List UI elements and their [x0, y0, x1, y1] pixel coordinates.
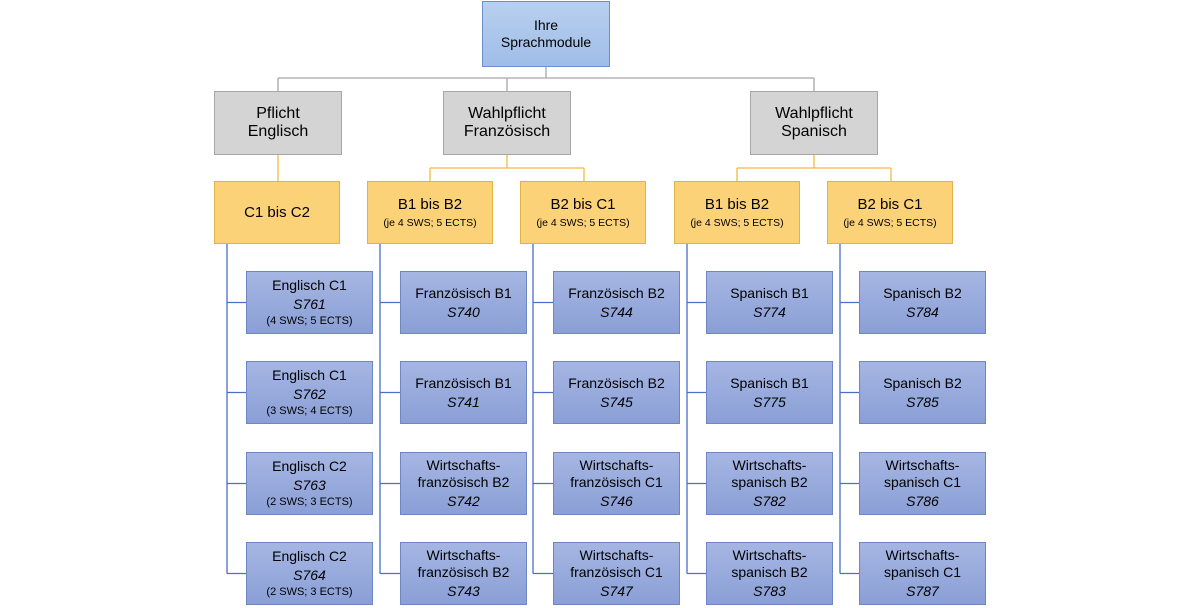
course-name: Wirtschafts- spanisch C1 [883, 547, 962, 581]
course-code: S742 [447, 492, 480, 509]
level-node: C1 bis C2 [214, 181, 340, 244]
course-code: S762 [293, 385, 326, 402]
course-name: Französisch B1 [415, 284, 512, 301]
category-node-spanisch: Wahlpflicht Spanisch [750, 91, 878, 155]
course-code: S744 [600, 303, 633, 320]
course-code: S761 [293, 295, 326, 312]
course-code: S787 [906, 582, 939, 599]
course-node: Französisch B2 S745 [553, 361, 680, 424]
course-name: Englisch C2 [272, 548, 347, 565]
course-code: S775 [753, 393, 786, 410]
level-title: B2 bis C1 [550, 195, 616, 213]
course-name: Englisch C1 [272, 367, 347, 384]
course-code: S741 [447, 393, 480, 410]
course-name: Englisch C1 [272, 277, 347, 294]
course-code: S785 [906, 393, 939, 410]
level-node: B1 bis B2 (je 4 SWS; 5 ECTS) [674, 181, 800, 244]
course-name: Wirtschafts- spanisch B2 [731, 457, 808, 491]
course-code: S740 [447, 303, 480, 320]
course-name: Französisch B1 [415, 374, 512, 391]
course-credits: (2 SWS; 3 ECTS) [266, 495, 353, 508]
course-name: Wirtschafts- spanisch B2 [731, 547, 808, 581]
course-code: S764 [293, 566, 326, 583]
root-node: Ihre Sprachmodule [482, 1, 610, 67]
course-name: Wirtschafts- französisch C1 [570, 457, 663, 491]
level-node: B2 bis C1 (je 4 SWS; 5 ECTS) [827, 181, 953, 244]
course-code: S774 [753, 303, 786, 320]
course-code: S784 [906, 303, 939, 320]
category-label: Wahlpflicht Französisch [463, 104, 551, 140]
course-credits: (2 SWS; 3 ECTS) [266, 585, 353, 598]
course-node: Spanisch B1 S775 [706, 361, 833, 424]
course-name: Spanisch B1 [730, 374, 809, 391]
course-name: Spanisch B2 [883, 284, 962, 301]
course-node: Französisch B1 S741 [400, 361, 527, 424]
category-label: Wahlpflicht Spanisch [775, 104, 853, 140]
course-node: Spanisch B2 S785 [859, 361, 986, 424]
course-code: S786 [906, 492, 939, 509]
course-code: S743 [447, 582, 480, 599]
course-code: S745 [600, 393, 633, 410]
category-node-franzoesisch: Wahlpflicht Französisch [443, 91, 571, 155]
level-credits: (je 4 SWS; 5 ECTS) [690, 216, 784, 229]
course-name: Spanisch B1 [730, 284, 809, 301]
course-name: Spanisch B2 [883, 374, 962, 391]
level-credits: (je 4 SWS; 5 ECTS) [843, 216, 937, 229]
level-credits: (je 4 SWS; 5 ECTS) [383, 216, 477, 229]
level-title: B1 bis B2 [397, 195, 463, 213]
course-node: Spanisch B1 S774 [706, 271, 833, 334]
category-node-englisch: Pflicht Englisch [214, 91, 342, 155]
course-name: Französisch B2 [568, 284, 665, 301]
level-title: B1 bis B2 [704, 195, 770, 213]
course-name: Wirtschafts- spanisch C1 [883, 457, 962, 491]
course-code: S783 [753, 582, 786, 599]
category-label: Pflicht Englisch [247, 104, 309, 140]
level-title: C1 bis C2 [244, 203, 310, 221]
course-code: S746 [600, 492, 633, 509]
course-credits: (4 SWS; 5 ECTS) [266, 314, 353, 327]
level-credits: (je 4 SWS; 5 ECTS) [536, 216, 630, 229]
course-name: Englisch C2 [272, 458, 347, 475]
course-name: Wirtschafts- französisch B2 [417, 547, 510, 581]
course-code: S747 [600, 582, 633, 599]
course-node: Französisch B2 S744 [553, 271, 680, 334]
course-code: S763 [293, 476, 326, 493]
course-name: Wirtschafts- französisch C1 [570, 547, 663, 581]
course-credits: (3 SWS; 4 ECTS) [266, 404, 353, 417]
course-node: Französisch B1 S740 [400, 271, 527, 334]
root-label: Ihre Sprachmodule [500, 17, 592, 50]
course-code: S782 [753, 492, 786, 509]
level-title: B2 bis C1 [857, 195, 923, 213]
course-node: Spanisch B2 S784 [859, 271, 986, 334]
level-node: B2 bis C1 (je 4 SWS; 5 ECTS) [520, 181, 646, 244]
level-node: B1 bis B2 (je 4 SWS; 5 ECTS) [367, 181, 493, 244]
course-name: Wirtschafts- französisch B2 [417, 457, 510, 491]
course-name: Französisch B2 [568, 374, 665, 391]
